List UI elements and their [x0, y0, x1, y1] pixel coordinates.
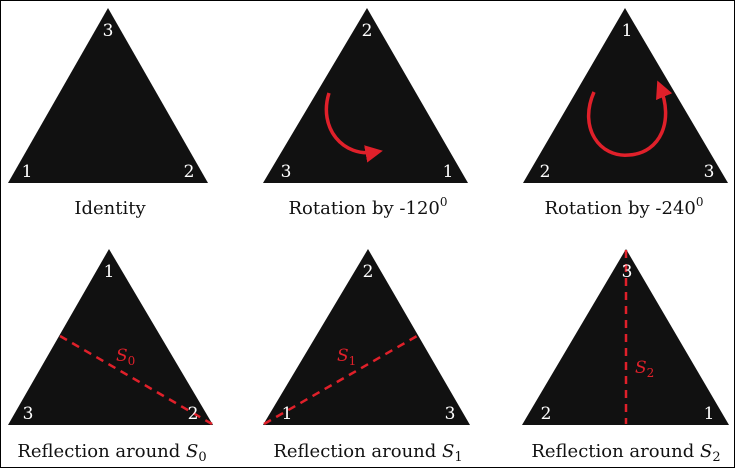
panel-rotation-120: 2 3 1 Rotation by -1200 — [263, 8, 468, 219]
triangle — [263, 8, 468, 183]
vertex-left-label: 3 — [23, 404, 34, 424]
reflection-axis-label: S0 — [116, 346, 135, 368]
reflection-axis-label: S2 — [635, 358, 654, 380]
rotation-arrow — [324, 92, 383, 163]
panel-caption: Rotation by -1200 — [289, 195, 448, 219]
panel-caption: Reflection around S1 — [273, 441, 462, 465]
vertex-left-label: 3 — [281, 162, 292, 182]
panel-caption: Reflection around S0 — [17, 441, 206, 465]
panel-rotation-240: 1 2 3 Rotation by -2400 — [523, 8, 728, 219]
reflection-axis — [59, 334, 213, 426]
reflection-axis-label: S1 — [337, 346, 356, 368]
vertex-top-label: 3 — [622, 262, 633, 282]
vertex-left-label: 1 — [282, 404, 293, 424]
triangle — [8, 8, 208, 183]
vertex-right-label: 3 — [704, 162, 715, 182]
panel-caption: Identity — [74, 198, 146, 219]
panel-reflection-s2: 3 2 1 S2 Reflection around S2 — [522, 249, 729, 465]
panel-caption: Reflection around S2 — [531, 441, 720, 465]
vertex-top-label: 1 — [104, 262, 115, 282]
triangle — [263, 249, 470, 425]
panel-identity: 3 1 2 Identity — [8, 8, 208, 219]
panel-caption: Rotation by -2400 — [545, 195, 704, 219]
vertex-left-label: 1 — [22, 162, 33, 182]
vertex-left-label: 2 — [540, 162, 551, 182]
vertex-top-label: 1 — [622, 21, 633, 41]
vertex-right-label: 3 — [445, 404, 456, 424]
vertex-right-label: 1 — [704, 404, 715, 424]
vertex-left-label: 2 — [541, 404, 552, 424]
triangle — [523, 8, 728, 183]
vertex-top-label: 2 — [362, 21, 373, 41]
triangle — [8, 249, 213, 425]
rotation-arrow — [587, 80, 673, 157]
vertex-top-label: 3 — [103, 21, 114, 41]
reflection-axis — [263, 334, 418, 426]
vertex-right-label: 1 — [443, 162, 454, 182]
vertex-right-label: 2 — [188, 404, 199, 424]
vertex-top-label: 2 — [363, 262, 374, 282]
panel-reflection-s0: 1 3 2 S0 Reflection around S0 — [8, 249, 213, 465]
vertex-right-label: 2 — [184, 162, 195, 182]
panel-reflection-s1: 2 1 3 S1 Reflection around S1 — [263, 249, 470, 465]
